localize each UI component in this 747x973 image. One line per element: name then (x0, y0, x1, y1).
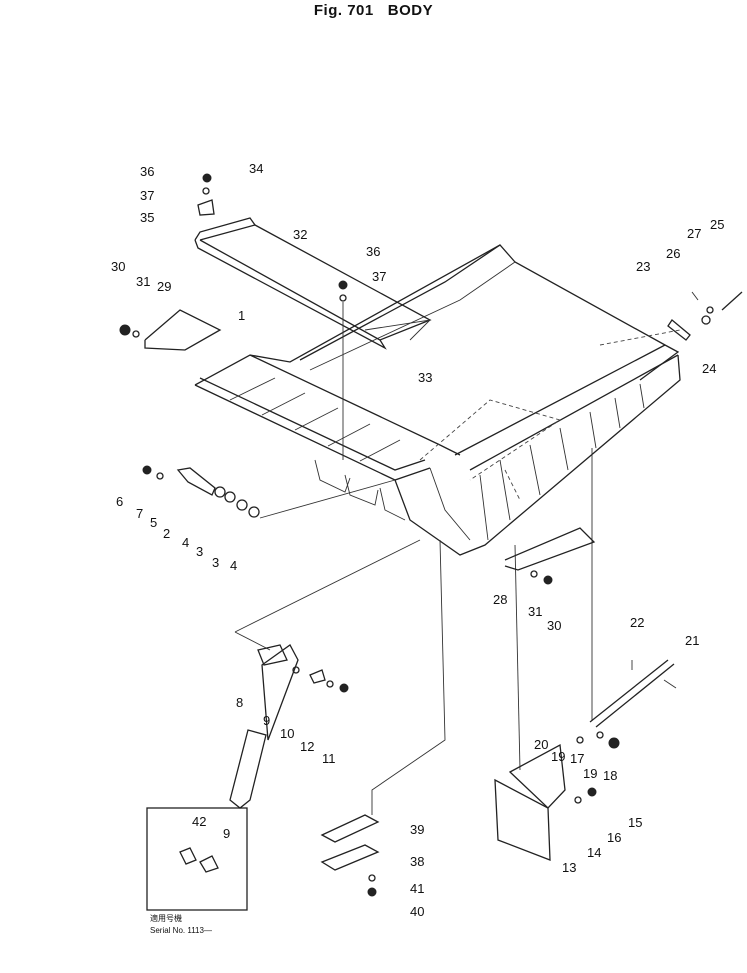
figure-title: Fig. 701 BODY (0, 2, 747, 19)
figure-name: BODY (387, 2, 434, 19)
callout: 21 (685, 633, 699, 648)
callout: 34 (249, 161, 263, 176)
callout: 12 (300, 739, 314, 754)
pin-25 (721, 291, 743, 311)
callout: 26 (666, 246, 680, 261)
plates-38-39 (320, 814, 380, 897)
washer-31-right (530, 570, 538, 578)
callout: 37 (372, 269, 386, 284)
callout: 31 (136, 274, 150, 289)
callout: 31 (528, 604, 542, 619)
callout: 10 (280, 726, 294, 741)
callout: 28 (493, 592, 507, 607)
callout: 33 (418, 370, 432, 385)
callout: 13 (562, 860, 576, 875)
rod-22 (589, 659, 669, 723)
callout: 1 (238, 308, 245, 323)
callout: 38 (410, 854, 424, 869)
callout: 19 (551, 749, 565, 764)
bolt-21 (663, 679, 677, 689)
spring-26 (691, 291, 699, 301)
callout: 3 (196, 544, 203, 559)
callout: 17 (570, 751, 584, 766)
inset-labels: 42 適用号機 Serial No. 1113— (150, 913, 212, 935)
callout: 30 (111, 259, 125, 274)
callout: 37 (140, 188, 154, 203)
bracket-35 (197, 199, 215, 216)
callout: 27 (687, 226, 701, 241)
callout: 40 (410, 904, 424, 919)
callout: 30 (547, 618, 561, 633)
strap-group (229, 539, 421, 809)
washer-37-top (202, 187, 210, 195)
callout: 3 (212, 555, 219, 570)
callout: 42 (192, 814, 206, 829)
callout: 39 (410, 822, 424, 837)
callout: 36 (140, 164, 154, 179)
callout: 8 (236, 695, 243, 710)
bracket-28 (504, 527, 596, 571)
callout: 41 (410, 881, 424, 896)
callout: 9 (223, 826, 230, 841)
pin-23 (667, 319, 691, 341)
washer-27 (706, 306, 714, 314)
figure-number: Fig. 701 (313, 2, 374, 19)
callout: 32 (293, 227, 307, 242)
callout: 9 (263, 713, 270, 728)
callout: 19 (583, 766, 597, 781)
callout: 7 (136, 506, 143, 521)
callout: 4 (230, 558, 237, 573)
callout: 18 (603, 768, 617, 783)
callout: 22 (630, 615, 644, 630)
callout: 23 (636, 259, 650, 274)
callout: 2 (163, 526, 170, 541)
callout: 35 (140, 210, 154, 225)
callout: 29 (157, 279, 171, 294)
top-frame-32 (194, 217, 432, 350)
washer-37-mid (339, 294, 347, 302)
washer-31-left (132, 330, 140, 338)
hinge-pin-group (142, 465, 396, 519)
mud-flap-13 (494, 731, 620, 861)
callout: 20 (534, 737, 548, 752)
bolt-36-mid (338, 280, 348, 290)
collar-24 (701, 315, 711, 325)
callout: 6 (116, 494, 123, 509)
callout: 15 (628, 815, 642, 830)
applicability-label: 適用号機 (150, 913, 182, 923)
inset-box (146, 807, 248, 911)
callout: 36 (366, 244, 380, 259)
callout: 24 (702, 361, 716, 376)
bolt-36-top (202, 173, 212, 183)
dump-body (194, 244, 681, 556)
callout: 16 (607, 830, 621, 845)
bolt-30-right (543, 575, 553, 585)
serial-number-text: Serial No. 1113— (150, 926, 212, 935)
callout: 11 (322, 751, 336, 766)
callout: 14 (587, 845, 601, 860)
callout-labels: 1 2 3 3 4 4 5 6 7 8 9 9 10 11 12 13 14 1… (111, 161, 724, 919)
callout: 4 (182, 535, 189, 550)
bolt-30-left (119, 324, 131, 336)
bracket-29 (144, 309, 222, 351)
callout: 25 (710, 217, 724, 232)
callout: 5 (150, 515, 157, 530)
